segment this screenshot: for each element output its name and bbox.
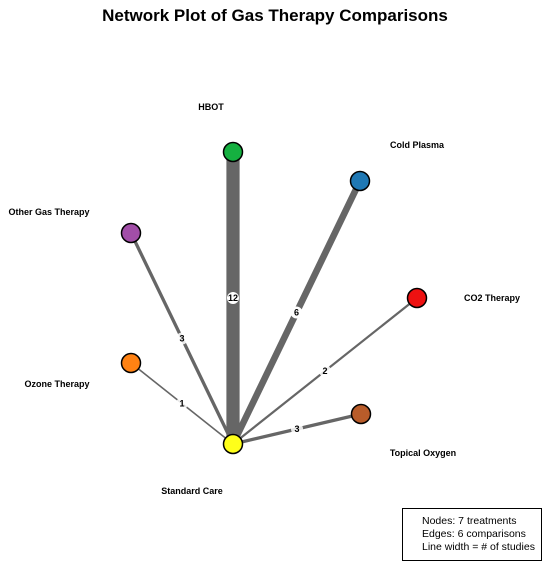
node-label-other-gas-therapy: Other Gas Therapy [8, 207, 89, 217]
plot-title: Network Plot of Gas Therapy Comparisons [102, 6, 448, 25]
node-label-co2-therapy: CO2 Therapy [464, 293, 520, 303]
edge-label-bg [176, 397, 188, 410]
edge-label-bg [176, 332, 188, 345]
edge-label-bg [291, 423, 303, 435]
node-standard-care [222, 433, 244, 455]
edge-study-count: 1 [179, 399, 184, 409]
edge-labels-layer: 12 6 2 3 1 3 [176, 292, 331, 435]
node-label-ozone-therapy: Ozone Therapy [24, 379, 89, 389]
edges-layer [129, 152, 418, 446]
edge-label-bg [319, 365, 331, 377]
node-ozone-therapy [120, 352, 142, 374]
legend-nodes-text: Nodes: 7 treatments [422, 515, 517, 527]
node-label-cold-plasma: Cold Plasma [390, 140, 445, 150]
node-cold-plasma [349, 170, 371, 192]
node-label-topical-oxygen: Topical Oxygen [390, 448, 456, 458]
node-label-hbot: HBOT [198, 102, 224, 112]
node-label-standard-care: Standard Care [161, 486, 223, 496]
node-co2-therapy [406, 287, 428, 309]
legend-linewidth-text: Line width = # of studies [422, 541, 535, 553]
edge-study-count: 3 [294, 424, 299, 434]
edge-label-bg [227, 292, 239, 304]
node-hbot [222, 141, 244, 163]
edge-study-count: 2 [322, 366, 327, 376]
node-other-gas-therapy [120, 222, 142, 244]
edge-study-count: 6 [294, 308, 299, 318]
node-topical-oxygen [350, 403, 372, 425]
legend-box: Nodes: 7 treatments Edges: 6 comparisons… [402, 508, 542, 561]
nodes-layer [120, 141, 428, 455]
edge-label-bg [290, 306, 303, 319]
edge-study-count: 3 [179, 334, 184, 344]
edge-study-count: 12 [228, 293, 238, 303]
legend-edges-text: Edges: 6 comparisons [422, 528, 526, 540]
